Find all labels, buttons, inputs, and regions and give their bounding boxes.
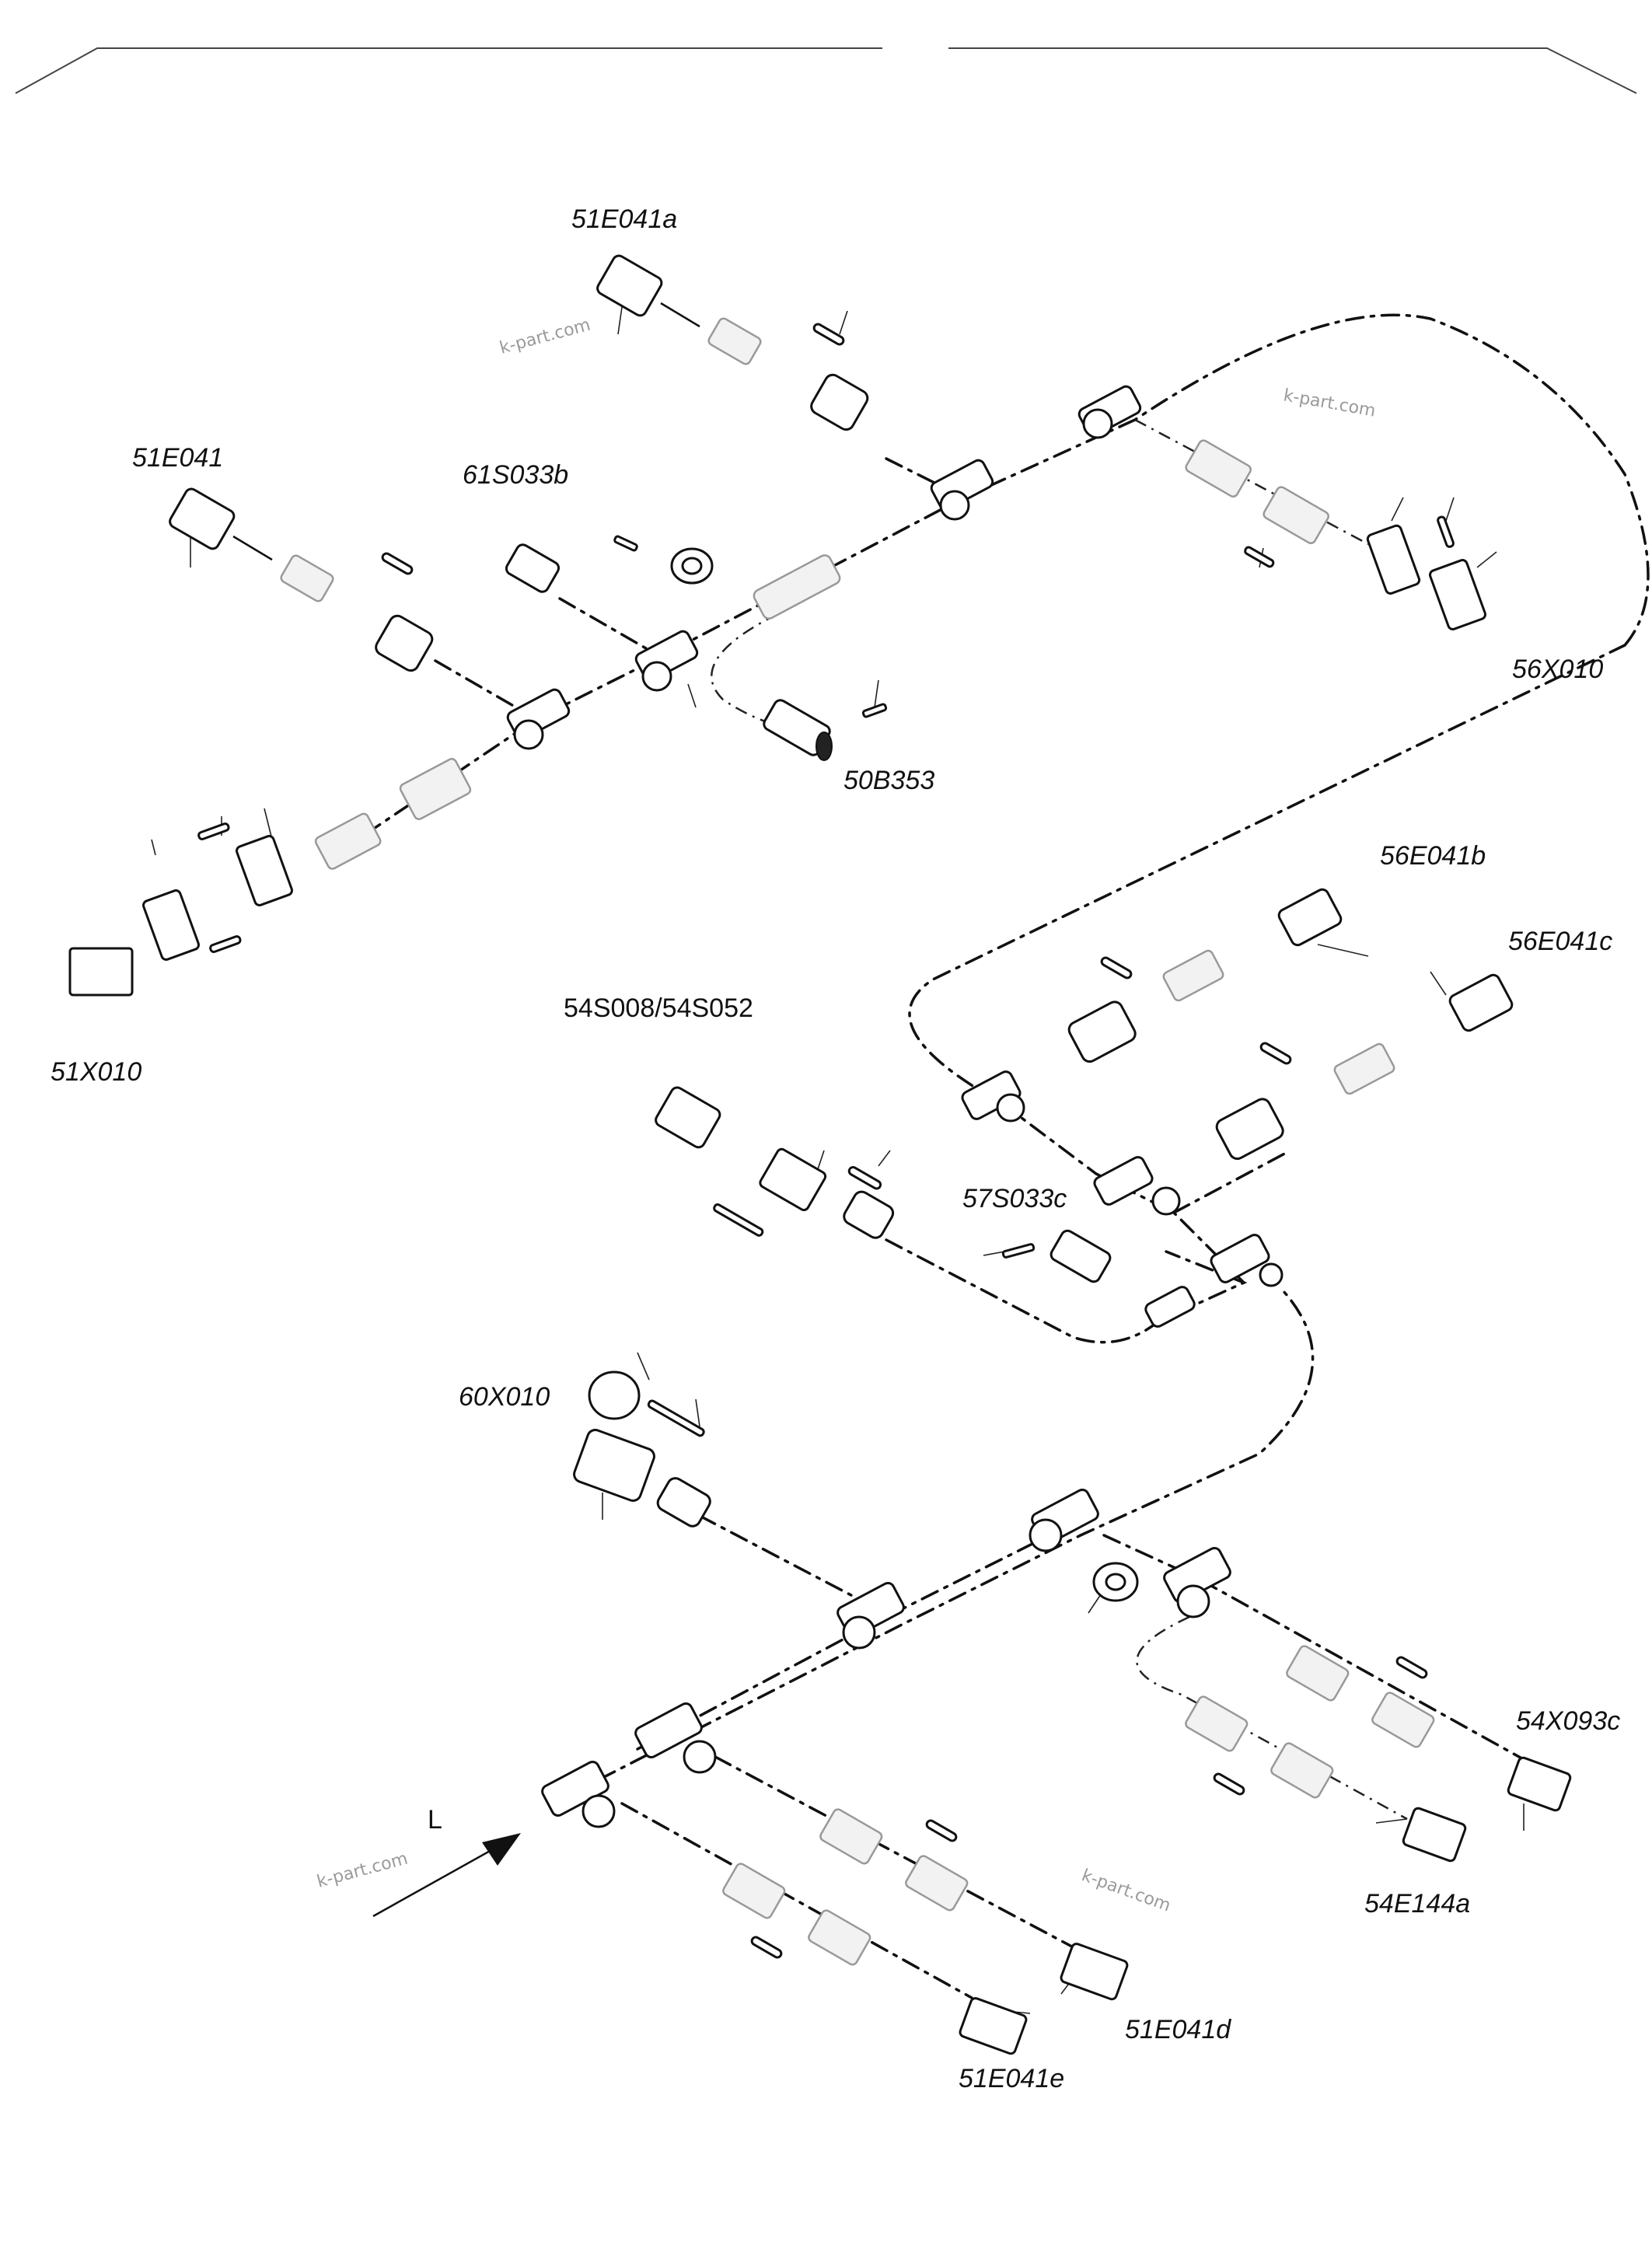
connector-51E041d-icon [819, 1808, 1129, 2001]
connector-51E041a-icon [596, 254, 869, 431]
switch-61S033b-icon [505, 535, 714, 593]
label-51E041a: 51E041a [571, 204, 677, 234]
label-56E041c: 56E041c [1508, 927, 1612, 956]
connector-56X010-icon [1185, 439, 1486, 630]
connector-51X010-icon [68, 758, 472, 997]
label-56E041b: 56E041b [1380, 841, 1486, 871]
label-51X010: 51X010 [51, 1057, 141, 1087]
direction-arrow-icon [372, 1833, 521, 1918]
label-51E041e: 51E041e [959, 2064, 1064, 2093]
label-direction-L: L [428, 1805, 442, 1835]
sensor-50B353-icon [763, 699, 888, 761]
t-junction-lower-2-icon [1029, 1488, 1099, 1552]
watermarks: k-part.com k-part.com k-part.com k-part.… [315, 316, 1377, 1916]
t-junction-bottom-2-icon [541, 1760, 616, 1828]
components [68, 254, 1572, 2055]
t-junction-lower-3-icon [1163, 1546, 1231, 1618]
switch-57S033c-icon [1001, 1229, 1112, 1283]
watermark-2: k-part.com [1282, 386, 1377, 421]
watermark-1: k-part.com [498, 316, 592, 358]
t-junction-upper-3-icon [506, 688, 571, 750]
t-junction-lower-1-icon [836, 1581, 905, 1650]
t-junction-upper-1-icon [930, 459, 994, 521]
connector-56E041b-icon [1067, 888, 1343, 1063]
label-51E041: 51E041 [132, 443, 223, 473]
t-junction-middle-4-icon [1144, 1286, 1196, 1328]
t-junction-middle-1-icon [961, 1070, 1025, 1123]
t-junction-bottom-1-icon [634, 1702, 717, 1774]
label-60X010: 60X010 [459, 1382, 550, 1412]
connector-51E041-icon [169, 487, 434, 672]
connector-54X093c-icon [1286, 1645, 1572, 1812]
label-51E041d: 51E041d [1125, 2015, 1231, 2044]
label-54E144a: 54E144a [1364, 1889, 1470, 1919]
label-54S008-54S052: 54S008/54S052 [564, 993, 753, 1023]
connector-54E144a-icon [1185, 1695, 1467, 1863]
grommet-icon [1092, 1562, 1139, 1602]
connector-56E041c-icon [1215, 973, 1514, 1161]
connector-51E041e-icon [722, 1863, 1028, 2055]
label-54X093c: 54X093c [1516, 1706, 1620, 1736]
page-frame [15, 47, 1637, 94]
label-56X010: 56X010 [1512, 655, 1603, 684]
label-61S033b: 61S033b [463, 460, 568, 490]
switch-54S008-54S052-icon [655, 1086, 895, 1239]
t-junction-upper-2-icon [634, 630, 699, 692]
t-junction-top-right-icon [1077, 385, 1142, 439]
watermark-4: k-part.com [1079, 1866, 1173, 1915]
t-junction-middle-3-icon [1210, 1234, 1284, 1287]
part-labels: 51E041a 51E041 61S033b 50B353 51X010 56X… [51, 204, 1620, 2093]
label-57S033c: 57S033c [962, 1184, 1067, 1213]
t-junction-middle-2-icon [1093, 1156, 1181, 1216]
connector-60X010-icon [573, 1370, 711, 1528]
inline-module-icon [753, 554, 841, 620]
watermark-3: k-part.com [315, 1849, 410, 1892]
label-50B353: 50B353 [843, 766, 934, 795]
